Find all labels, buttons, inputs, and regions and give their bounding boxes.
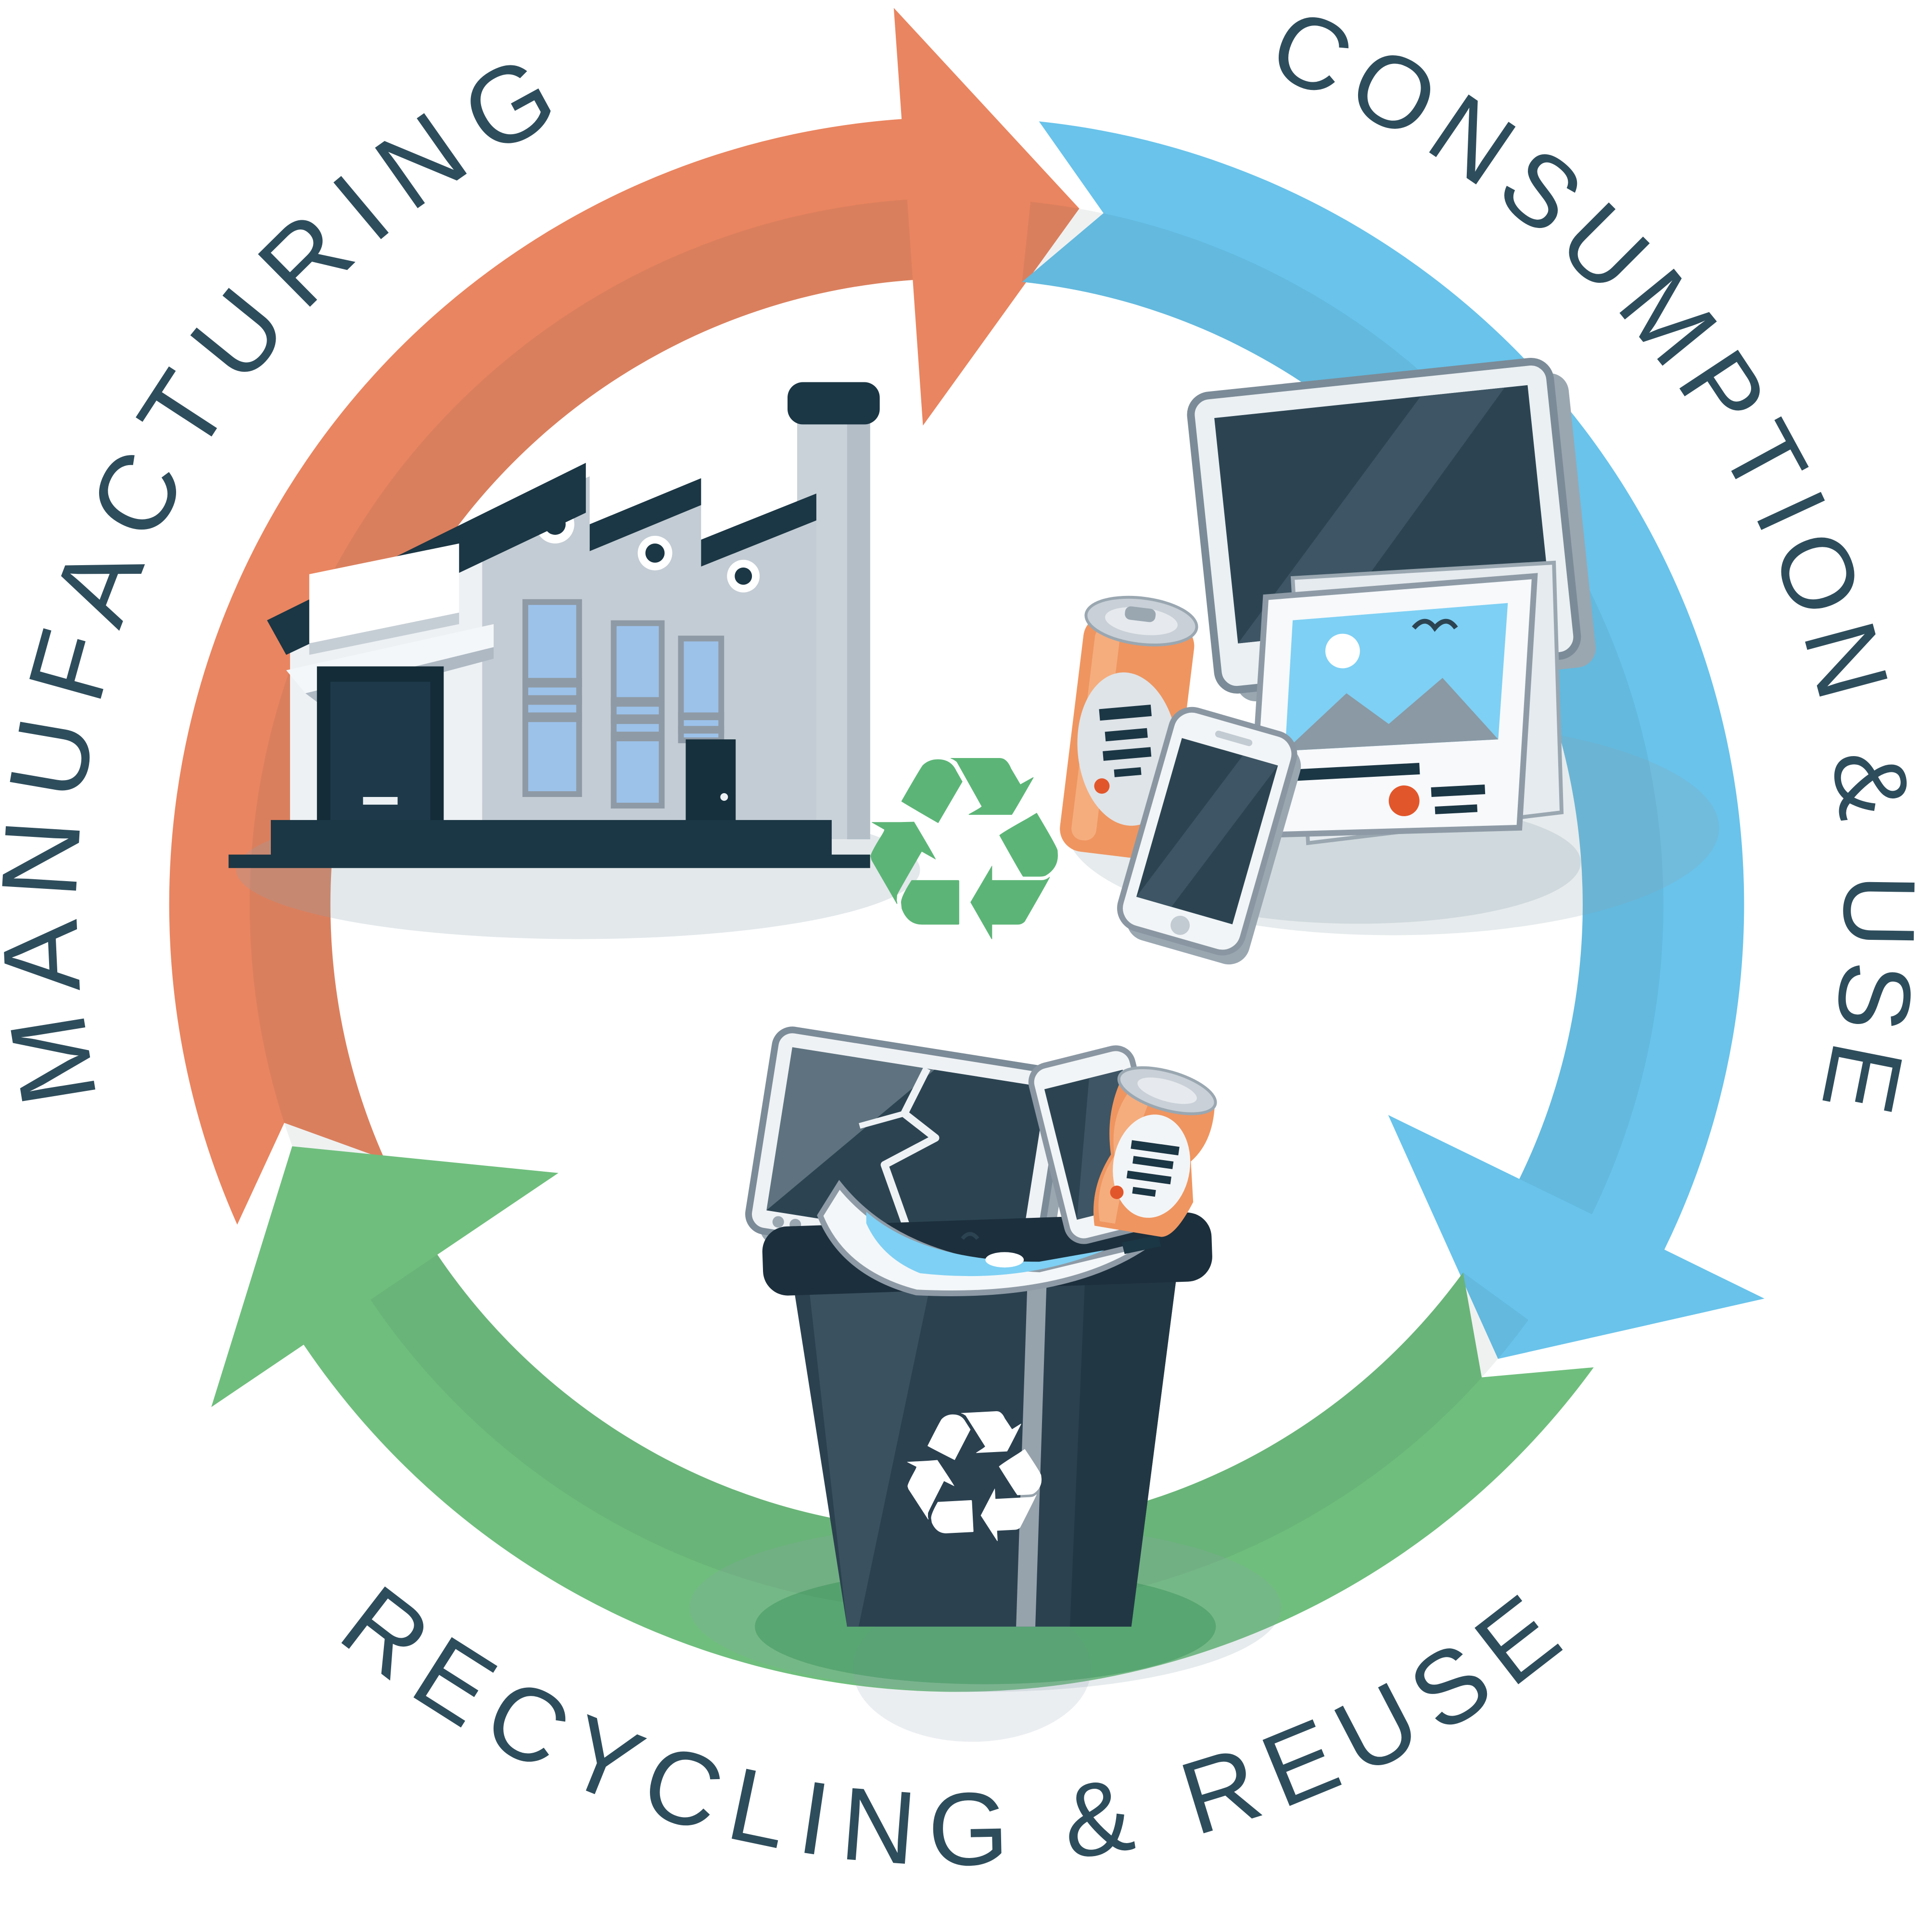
recycling-bin <box>762 1213 1212 1627</box>
photo-sun <box>1325 633 1360 669</box>
electronic-devices-illustration <box>1059 358 1719 965</box>
factory-sign <box>309 544 459 644</box>
chimney-shade <box>847 397 870 839</box>
magazine-headline-bar <box>1281 763 1420 782</box>
magazine <box>1247 560 1563 846</box>
recycle-icon-center: ♻ <box>849 701 1080 1000</box>
door-knob <box>720 793 728 801</box>
screen-crack-branch <box>858 1111 905 1129</box>
photo-mountains <box>1284 678 1498 751</box>
bezel-dot <box>772 1216 784 1228</box>
chimney-cap <box>787 382 880 425</box>
crushed-can <box>1093 1066 1217 1237</box>
recycling-arc-inner-shade <box>370 1254 1528 1612</box>
magazine-dot <box>1388 785 1420 817</box>
crushed-can-label <box>1110 1114 1190 1218</box>
screen-crack <box>880 1067 940 1234</box>
paper-dash <box>1121 1235 1161 1254</box>
manufacturing-arc-inner-shade <box>249 199 913 1192</box>
consumption-arrow-arc <box>1022 121 1765 1359</box>
porthole-glass <box>734 567 752 585</box>
magazine-line <box>1435 804 1477 815</box>
phone-speaker <box>1215 731 1252 746</box>
factory-ground <box>228 854 870 868</box>
recycling-arrow-arc <box>211 1146 1594 1692</box>
factory-window <box>522 599 582 797</box>
recycling-bin-illustration: ♻ <box>689 1026 1281 1742</box>
factory-chimney <box>787 382 880 839</box>
garage-handle <box>363 797 398 805</box>
bin-side-shade <box>1069 1269 1178 1627</box>
paper-photo-dot <box>985 1252 1024 1268</box>
factory-roof-tooth-2 <box>589 478 701 552</box>
recycle-icon-bin: ♻ <box>886 1367 1062 1590</box>
paper-squiggle <box>960 1232 979 1240</box>
can-top-inner <box>1105 607 1178 635</box>
smartphone <box>1117 707 1301 965</box>
crushed-can-top-inner <box>1137 1077 1197 1104</box>
photo-bird <box>1411 619 1458 632</box>
factory-roof-tooth-3 <box>701 493 816 567</box>
magazine-line <box>1431 784 1485 797</box>
phone-screen-shine <box>1136 755 1278 907</box>
magazine-photo <box>1284 603 1508 751</box>
can-label-dot <box>1094 778 1110 794</box>
bin-sheen <box>808 1279 932 1627</box>
factory-window <box>610 620 665 809</box>
bin-stripe <box>1016 1275 1047 1627</box>
bin-shadow-low <box>852 1596 1091 1742</box>
factory-windows <box>522 599 724 809</box>
porthole-glass <box>645 544 665 563</box>
phone-home-button <box>1170 915 1190 935</box>
crushed-can-dot <box>1110 1186 1124 1200</box>
discarded-phone-shine <box>1077 1070 1123 1220</box>
factory-illustration <box>228 382 920 939</box>
paper-photo-band <box>866 1212 1105 1277</box>
factory-sign-shadow <box>309 612 459 655</box>
factory-window <box>678 635 724 744</box>
can-tab <box>1124 606 1156 622</box>
factory-plinth <box>270 820 832 859</box>
cycle-arrows <box>169 8 1765 1692</box>
